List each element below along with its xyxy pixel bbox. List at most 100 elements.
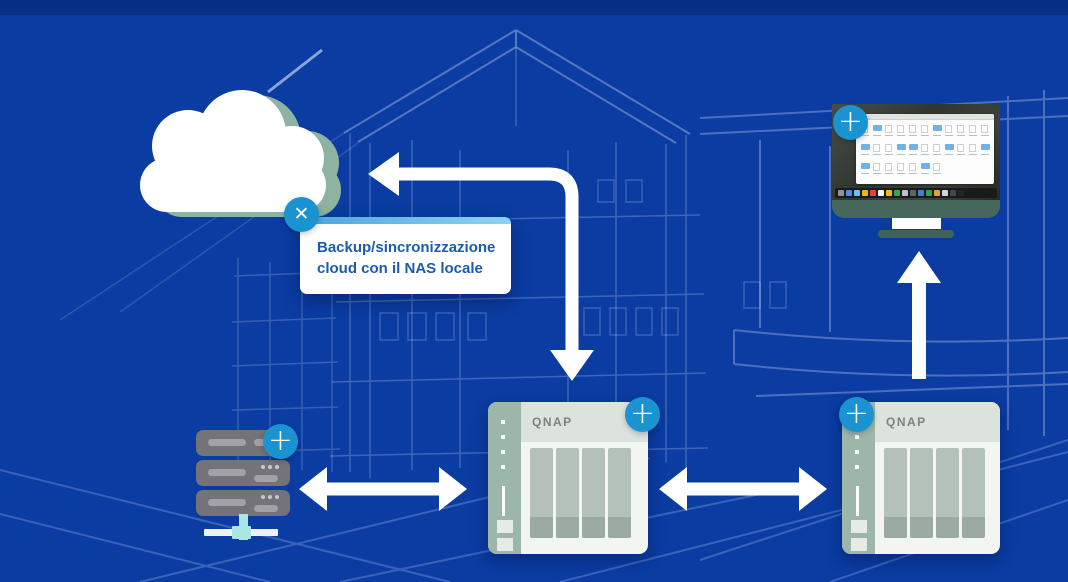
file-icon [897, 125, 904, 133]
tooltip-text-line2: cloud con il NAS locale [317, 260, 483, 277]
led-indicator [501, 420, 505, 424]
drive-bay [582, 448, 605, 538]
file-icon [909, 163, 916, 171]
dock-app-icon [862, 190, 868, 196]
arrow-server-nas [299, 467, 467, 511]
plus-button-server[interactable]: + [263, 424, 298, 459]
tooltip-text: Backup/sincronizzazione cloud con il NAS… [300, 224, 511, 294]
drive-bay [608, 448, 631, 538]
finder-window [856, 114, 994, 184]
dock-app-icon [846, 190, 852, 196]
top-shade [0, 0, 1068, 15]
usb-port [497, 538, 513, 551]
dock [835, 188, 997, 198]
tooltip-text-line1: Backup/sincronizzazione [317, 239, 496, 256]
file-icon [957, 144, 964, 152]
dock-app-icon [902, 190, 908, 196]
monitor-base [878, 230, 954, 238]
led-indicator [501, 435, 505, 439]
plus-icon: + [629, 396, 656, 431]
plus-icon: + [837, 104, 864, 139]
plus-icon: + [267, 423, 294, 458]
usb-port [851, 520, 867, 533]
plus-button-nas-center[interactable]: + [625, 397, 660, 432]
folder-icon [921, 163, 930, 169]
power-slot [502, 486, 505, 516]
tooltip-cloud-backup: Backup/sincronizzazione cloud con il NAS… [300, 217, 511, 294]
folder-icon [945, 144, 954, 150]
dock-app-icon [918, 190, 924, 196]
led-indicator [855, 450, 859, 454]
dock-app-icon [958, 190, 964, 196]
dock-app-icon [894, 190, 900, 196]
usb-port [851, 538, 867, 551]
dock-app-icon [886, 190, 892, 196]
led-indicator [501, 465, 505, 469]
plus-button-computer[interactable]: + [833, 105, 868, 140]
folder-icon [909, 144, 918, 150]
server-unit [196, 460, 290, 486]
nas-front-header: QNAP [875, 402, 1000, 442]
dock-app-icon [950, 190, 956, 196]
file-icon [933, 144, 940, 152]
monitor-screen [832, 104, 1000, 200]
plus-icon: + [843, 396, 870, 431]
file-icon [909, 125, 916, 133]
dock-app-icon [878, 190, 884, 196]
dock-app-icon [870, 190, 876, 196]
power-slot [856, 486, 859, 516]
dock-app-icon [934, 190, 940, 196]
file-icon [933, 163, 940, 171]
file-icon [921, 144, 928, 152]
folder-icon [897, 144, 906, 150]
folder-icon [861, 144, 870, 150]
drive-bay [910, 448, 933, 538]
drive-bay [962, 448, 985, 538]
file-icon [873, 144, 880, 152]
file-icon [945, 125, 952, 133]
monitor-bezel [832, 200, 1000, 218]
folder-icon [861, 163, 870, 169]
file-icon [969, 144, 976, 152]
drive-bays [530, 448, 631, 538]
led-indicator [855, 435, 859, 439]
file-icon [873, 163, 880, 171]
dock-app-icon [854, 190, 860, 196]
tooltip-accent-bar [300, 217, 511, 224]
finder-toolbar [856, 114, 994, 120]
qnap-logo: QNAP [886, 415, 927, 429]
qnap-logo: QNAP [532, 415, 573, 429]
led-indicator [855, 465, 859, 469]
cloud-shape [140, 90, 326, 212]
file-icon [885, 163, 892, 171]
file-icon [969, 125, 976, 133]
cloud-shadow [155, 95, 341, 217]
dock-app-icon [942, 190, 948, 196]
file-icon [885, 125, 892, 133]
drive-bay [936, 448, 959, 538]
folder-icon [981, 144, 990, 150]
folder-icon [873, 125, 882, 131]
monitor-stand [891, 218, 941, 229]
server-unit [196, 490, 290, 516]
server-base-hub [232, 526, 251, 539]
drive-bay [530, 448, 553, 538]
nas-front-panel [488, 402, 521, 554]
drive-bay [556, 448, 579, 538]
file-icon [981, 125, 988, 133]
usb-port [497, 520, 513, 533]
arrow-nas-nas [659, 467, 827, 511]
close-button[interactable]: ✕ [284, 197, 319, 232]
close-icon: ✕ [293, 203, 310, 225]
drive-bay [884, 448, 907, 538]
plus-button-nas-right[interactable]: + [839, 397, 874, 432]
folder-icon [933, 125, 942, 131]
dock-app-icon [926, 190, 932, 196]
arrow-nas-computer [897, 251, 941, 379]
file-icon [885, 144, 892, 152]
dock-app-icon [910, 190, 916, 196]
file-icon [921, 125, 928, 133]
dock-app-icon [838, 190, 844, 196]
nas-device-center: QNAP [488, 402, 648, 554]
